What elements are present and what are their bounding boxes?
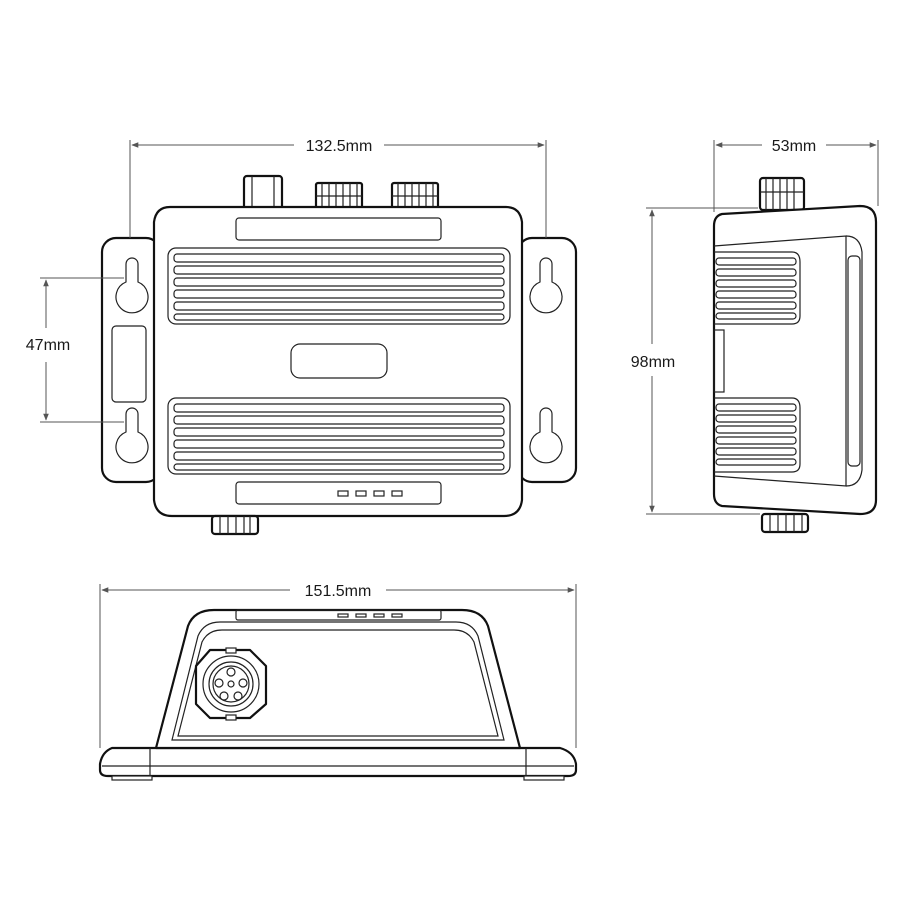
dimension-hole-spacing: 47mm [26,277,124,423]
cooling-fins-lower [167,397,511,475]
dimension-side-depth: 53mm [713,138,879,212]
side-bottom-connector [760,512,810,534]
dim-label-top-width: 132.5mm [306,138,373,155]
front-view: 151.5mm [98,583,578,781]
dim-label-height: 98mm [631,354,675,371]
keyhole-bottom-right [529,407,563,464]
dimension-height: 98mm [631,207,760,515]
dim-label-side-depth: 53mm [772,138,816,155]
top-label-strip [235,217,442,241]
bottom-led-strip [235,481,442,505]
keyhole-holes [115,257,563,464]
top-view: 132.5mm 47mm [26,138,578,536]
front-led-strip [235,609,442,621]
keyhole-top-right [529,257,563,314]
side-fins-upper [714,251,801,325]
dimension-top-width: 132.5mm [129,138,547,238]
dim-label-front-width: 151.5mm [305,583,372,600]
power-connector [194,647,268,721]
dim-label-hole-spacing: 47mm [26,337,70,354]
front-led-indicators [337,613,403,618]
keyhole-bottom-left [115,407,149,464]
side-panel-edge [713,235,847,487]
cooling-fins-upper [167,247,511,325]
side-fins-lower [714,397,801,473]
front-base [98,746,578,778]
dimension-front-width: 151.5mm [99,583,577,748]
logo-badge [290,343,388,379]
led-indicators [337,490,403,497]
keyhole-top-left [115,257,149,314]
flange-label-recess [111,325,147,403]
bottom-connector [210,514,260,536]
side-view: 53mm 98mm [631,138,879,534]
